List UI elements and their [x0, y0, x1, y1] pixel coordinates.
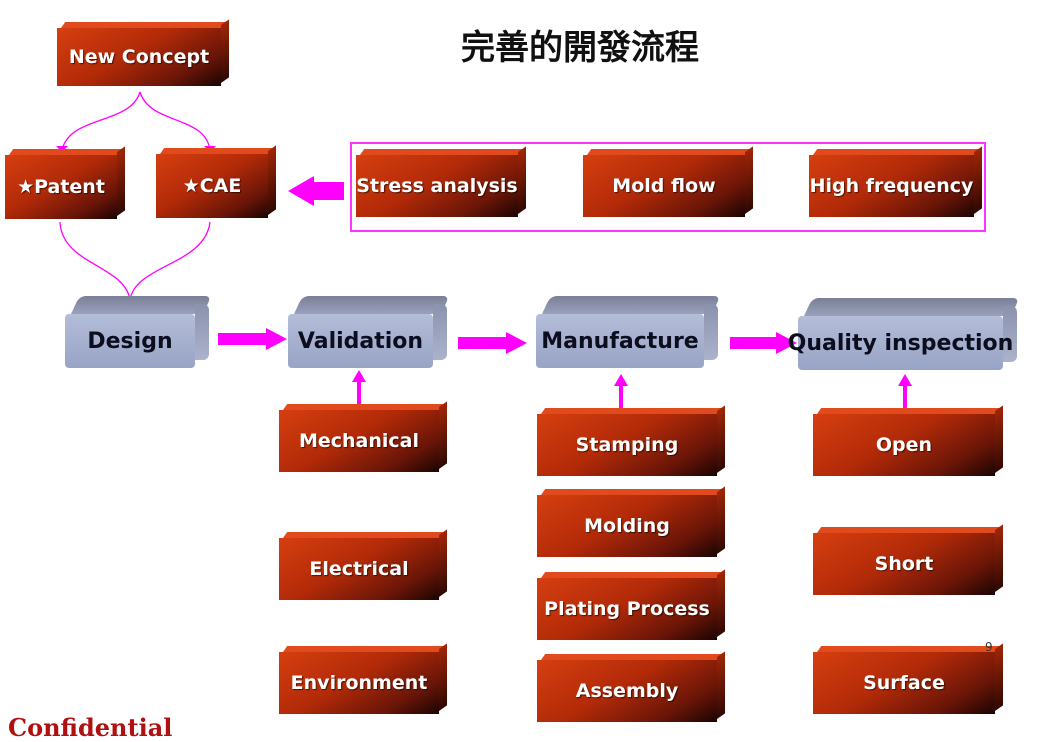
open-to-quality-arrow [903, 384, 907, 412]
block-top-face [294, 296, 450, 314]
stress-analysis-block: Stress analysis [356, 155, 518, 217]
electrical-block: Electrical [279, 538, 439, 600]
high-frequency-label: High frequency [809, 175, 974, 197]
high-frequency-block: High frequency [809, 155, 974, 217]
patent-to-design-connector [59, 221, 131, 301]
validation-to-manufacture-arrow [458, 337, 508, 349]
molding-label: Molding [584, 515, 670, 537]
block-side-face [1003, 306, 1017, 362]
quality-inspection-label: Quality inspection [787, 330, 1014, 356]
concept-to-patent-connector [61, 91, 141, 151]
mechanical-to-validation-arrow [357, 380, 361, 408]
block-top-face [71, 296, 212, 314]
manufacture-label: Manufacture [541, 328, 699, 354]
cae-tools-arrow-body [310, 182, 344, 200]
arrowhead [266, 328, 287, 350]
block-top-face [804, 298, 1020, 316]
open-label: Open [875, 434, 933, 456]
assembly-label: Assembly [575, 680, 679, 702]
molding-block: Molding [537, 495, 717, 557]
cae-label: ★CAE [182, 175, 242, 197]
page-number: 9 [985, 640, 993, 654]
new-concept-label: New Concept [68, 46, 210, 68]
manufacture-block: Manufacture [536, 296, 721, 368]
stress-analysis-label: Stress analysis [356, 175, 518, 197]
short-block: Short [813, 533, 995, 595]
short-label: Short [874, 553, 934, 575]
arrowhead [898, 374, 912, 386]
cae-tools-group [350, 142, 986, 232]
block-side-face [704, 304, 718, 360]
design-to-validation-arrow [218, 333, 268, 345]
patent-block: ★Patent [5, 155, 117, 219]
block-side-face [433, 304, 447, 360]
design-block: Design [65, 296, 212, 368]
cae-tools-arrowhead [288, 176, 314, 206]
stamping-block: Stamping [537, 414, 717, 476]
assembly-block: Assembly [537, 660, 717, 722]
stamping-to-manufacture-arrow [619, 384, 623, 412]
manufacture-to-quality-arrow [730, 337, 778, 349]
plating-process-label: Plating Process [544, 598, 710, 620]
validation-label: Validation [297, 328, 424, 354]
arrowhead [776, 332, 797, 354]
stamping-label: Stamping [575, 434, 679, 456]
validation-block: Validation [288, 296, 450, 368]
environment-block: Environment [279, 652, 439, 714]
arrowhead [506, 332, 527, 354]
mold-flow-block: Mold flow [583, 155, 745, 217]
open-block: Open [813, 414, 995, 476]
mechanical-block: Mechanical [279, 410, 439, 472]
arrowhead [614, 374, 628, 386]
page-title: 完善的開發流程 [461, 28, 699, 68]
electrical-label: Electrical [309, 558, 409, 580]
cae-block: ★CAE [156, 154, 268, 218]
design-label: Design [87, 328, 173, 354]
arrowhead [352, 370, 366, 382]
environment-label: Environment [290, 672, 428, 694]
surface-block: Surface [813, 652, 995, 714]
surface-label: Surface [863, 672, 945, 694]
block-side-face [195, 304, 209, 360]
cae-to-design-connector [129, 221, 211, 301]
mechanical-label: Mechanical [298, 430, 420, 452]
plating-process-block: Plating Process [537, 578, 717, 640]
new-concept-block: New Concept [57, 28, 221, 86]
concept-to-cae-connector [139, 91, 211, 151]
quality-inspection-block: Quality inspection [788, 298, 1020, 370]
block-top-face [542, 296, 721, 314]
mold-flow-label: Mold flow [612, 175, 716, 197]
patent-label: ★Patent [17, 176, 105, 198]
